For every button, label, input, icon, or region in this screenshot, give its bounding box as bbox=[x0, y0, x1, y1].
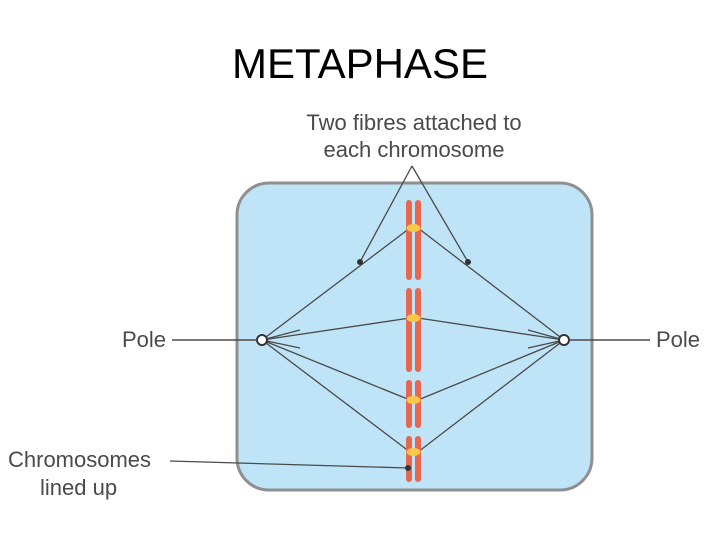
left-pole-label: Pole bbox=[122, 327, 166, 352]
chromosomes-pointer bbox=[169, 460, 409, 469]
chromosome-marker bbox=[405, 465, 411, 471]
chromosome bbox=[406, 436, 421, 482]
right-pole-label: Pole bbox=[656, 327, 700, 352]
spindle-fibres bbox=[261, 227, 565, 453]
left-pole bbox=[256, 334, 268, 346]
cell-outline bbox=[235, 181, 594, 492]
fibres-label-line2: each chromosome bbox=[324, 137, 505, 162]
page-title: METAPHASE bbox=[232, 40, 488, 87]
fibre-marker bbox=[357, 259, 363, 265]
chromosomes-label-line2: lined up bbox=[40, 475, 117, 500]
fibre-marker bbox=[465, 259, 471, 265]
chromosome bbox=[406, 200, 421, 280]
chromosome-stack bbox=[406, 200, 421, 482]
right-pole bbox=[558, 334, 570, 346]
chromosome bbox=[406, 380, 421, 428]
chromosome bbox=[406, 288, 421, 372]
fibres-callout-lines bbox=[359, 165, 469, 263]
fibres-label-line1: Two fibres attached to bbox=[306, 110, 521, 135]
chromosomes-label-line1: Chromosomes bbox=[8, 447, 151, 472]
